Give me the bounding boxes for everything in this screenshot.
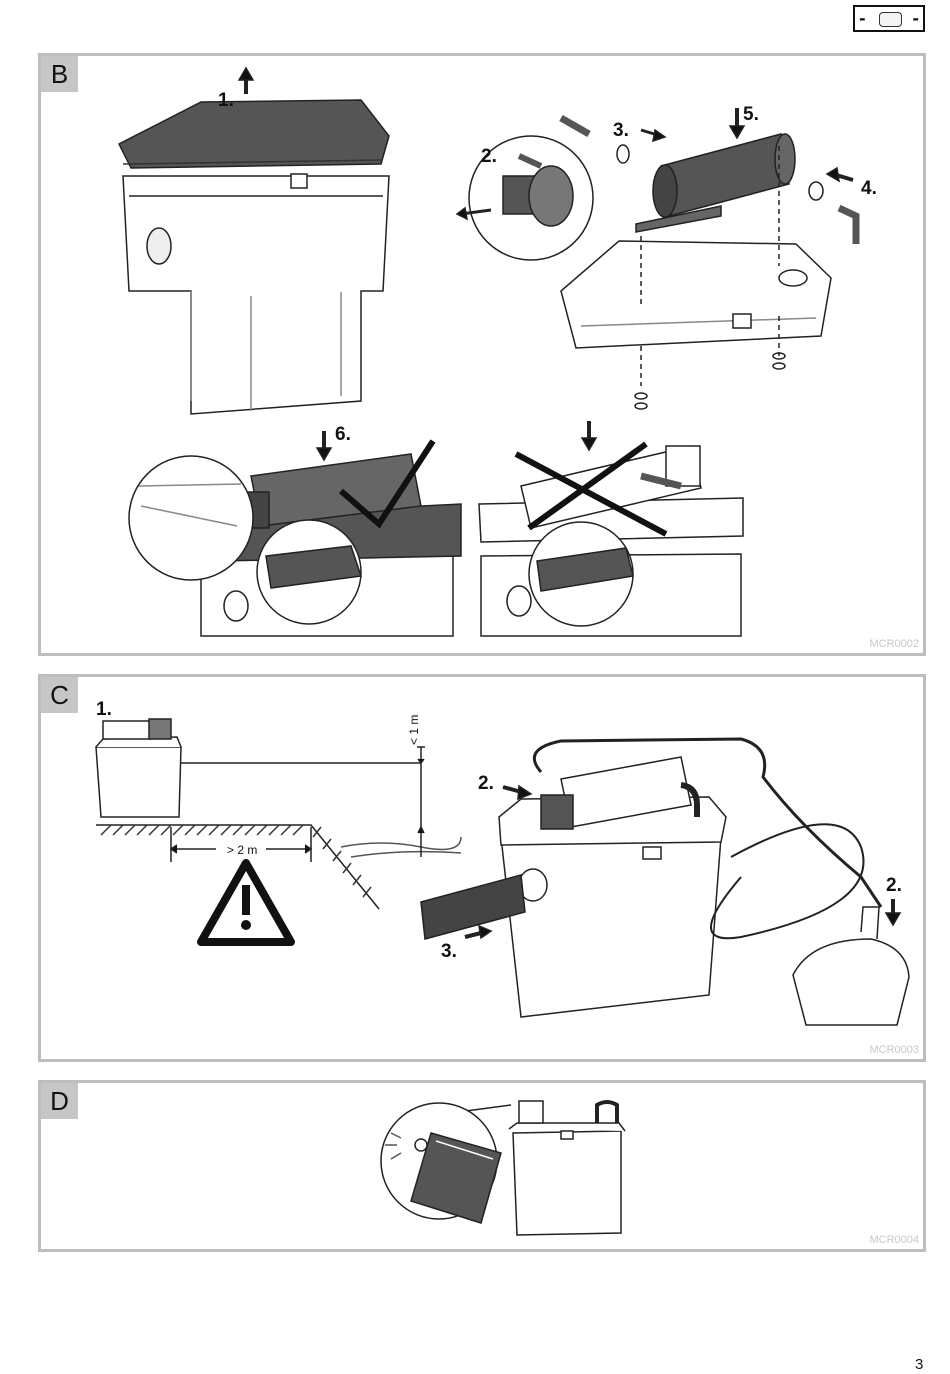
panel-b-step-5: 5. bbox=[743, 104, 759, 125]
panel-b-step-2: 2. bbox=[481, 146, 497, 167]
panel-c-letter: C bbox=[41, 677, 78, 713]
washer-nut-icon bbox=[634, 352, 786, 410]
panel-d: D MCR0004 bbox=[38, 1080, 926, 1252]
hose-coil-icon bbox=[710, 823, 865, 940]
panel-b-illustration: 1. 2. 3. 4. 5. 6. bbox=[117, 66, 877, 637]
panel-b-step-6: 6. bbox=[335, 424, 351, 445]
panel-c-step-3: 3. bbox=[441, 941, 457, 962]
distance-limit-label: > 2 m bbox=[227, 843, 257, 857]
lid-icon bbox=[117, 99, 390, 189]
indicator-lamp-detail-icon bbox=[380, 1102, 502, 1224]
warning-triangle-icon bbox=[197, 859, 295, 946]
panel-b-step-1: 1. bbox=[218, 90, 234, 111]
height-limit-label: < 1 m bbox=[407, 715, 421, 745]
panel-c-step-1: 1. bbox=[96, 699, 112, 720]
panel-b: 1. 2. 3. 4. 5. 6. B MCR0002 bbox=[38, 53, 926, 656]
header-left-dash: - bbox=[859, 9, 866, 28]
outlet-hose-icon bbox=[420, 874, 526, 940]
filter-with-uvc-icon bbox=[508, 1100, 626, 1236]
header-device-symbol-icon: - - bbox=[853, 5, 925, 32]
uvc-clarifier-icon bbox=[559, 114, 860, 244]
panel-c-step-2-left: 2. bbox=[478, 773, 494, 794]
detail-circle-uvc-icon bbox=[455, 135, 594, 261]
page-number: 3 bbox=[915, 1356, 924, 1373]
panel-d-illustration bbox=[380, 1100, 626, 1236]
panel-c-figure-code: MCR0003 bbox=[869, 1044, 919, 1056]
device-box-icon bbox=[879, 12, 902, 27]
pump-hose-icon bbox=[532, 737, 883, 908]
small-filter-icon bbox=[95, 718, 182, 818]
wrong-assembly-icon bbox=[478, 445, 744, 637]
panel-b-step-3: 3. bbox=[613, 120, 629, 141]
correct-assembly-icon bbox=[128, 453, 462, 637]
pond-pump-icon bbox=[792, 906, 910, 1026]
water-surface bbox=[340, 836, 462, 858]
cross-mark-icon bbox=[514, 441, 668, 537]
panel-b-figure-code: MCR0002 bbox=[869, 638, 919, 650]
panel-d-figure-code: MCR0004 bbox=[869, 1234, 919, 1246]
filter-box-icon bbox=[122, 175, 390, 415]
panel-c-step-2-right: 2. bbox=[886, 875, 902, 896]
light-rays bbox=[385, 1132, 402, 1160]
ground-hatch bbox=[100, 824, 372, 898]
panel-b-step-4: 4. bbox=[861, 178, 877, 199]
panel-c: 1. 2. 2. 3. < 1 m > 2 m C MCR0003 bbox=[38, 674, 926, 1062]
check-mark-icon bbox=[339, 439, 436, 529]
header-right-dash: - bbox=[912, 9, 919, 28]
panel-c-illustration: 1. 2. 2. 3. < 1 m > 2 m bbox=[95, 699, 910, 1026]
pond-filter-icon bbox=[498, 756, 727, 1018]
panel-b-letter: B bbox=[41, 56, 78, 92]
mounting-lid-icon bbox=[560, 240, 832, 349]
panel-d-letter: D bbox=[41, 1083, 78, 1119]
